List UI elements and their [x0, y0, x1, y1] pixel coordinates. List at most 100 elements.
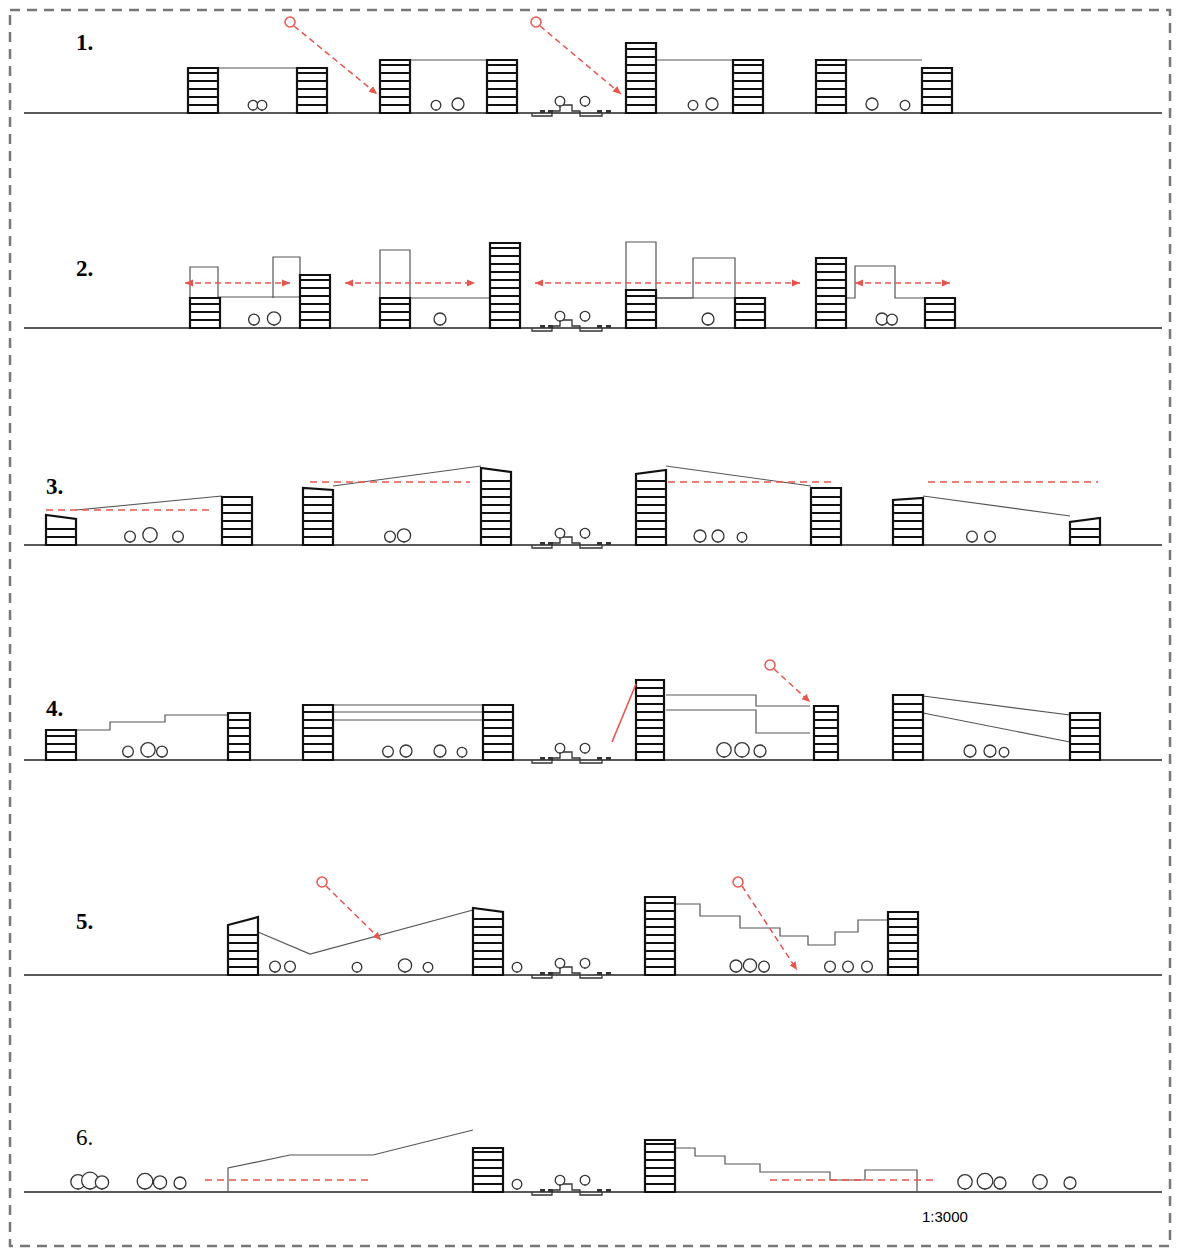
floor-line — [636, 703, 664, 705]
tree-crown — [555, 311, 565, 321]
tree-crown — [580, 958, 590, 968]
floor-line — [228, 942, 258, 944]
tree-crown — [694, 530, 706, 542]
floor-line — [893, 512, 923, 514]
building — [222, 497, 252, 545]
floor-line — [228, 958, 258, 960]
sun-symbol — [317, 877, 327, 887]
floor-line — [636, 687, 664, 689]
floor-line — [626, 80, 656, 82]
floor-line — [888, 942, 918, 944]
tree-crown — [977, 1173, 993, 1189]
floor-line — [473, 1159, 503, 1161]
roof-profile — [190, 267, 300, 297]
floor-line — [303, 743, 333, 745]
tree-crown — [512, 962, 522, 972]
floor-line — [303, 504, 333, 506]
view-line — [205, 1179, 372, 1181]
floor-line — [483, 727, 513, 729]
floor-line — [645, 1159, 675, 1161]
bench — [548, 110, 553, 113]
tree-crown — [352, 962, 362, 972]
floor-line — [222, 504, 252, 506]
floor-line — [188, 72, 218, 74]
floor-line — [733, 88, 763, 90]
tree-crown — [759, 961, 770, 972]
floor-line — [645, 902, 675, 904]
tree-crown — [512, 1179, 522, 1189]
bench — [548, 542, 553, 545]
floor-line — [636, 743, 664, 745]
floor-line — [645, 1143, 675, 1145]
roof-profile — [333, 704, 483, 705]
floor-line — [481, 536, 511, 538]
floor-line — [481, 512, 511, 514]
floor-line — [473, 950, 503, 952]
floor-line — [925, 303, 955, 305]
floor-line — [922, 96, 952, 98]
tree-crown — [825, 961, 836, 972]
floor-line — [300, 303, 330, 305]
floor-line — [1070, 528, 1100, 530]
floor-line — [645, 1151, 675, 1153]
floor-line — [46, 735, 76, 737]
row-number: 2. — [76, 257, 93, 280]
tree-crown — [141, 743, 155, 757]
building — [645, 1140, 675, 1192]
floor-line — [888, 926, 918, 928]
floor-line — [222, 528, 252, 530]
floor-line — [922, 104, 952, 106]
bench — [540, 110, 545, 113]
tree-crown — [434, 313, 446, 325]
sun-symbol — [531, 17, 541, 27]
floor-line — [297, 96, 327, 98]
floor-line — [645, 910, 675, 912]
floor-line — [1070, 751, 1100, 753]
floor-line — [893, 703, 923, 705]
bench — [540, 757, 545, 760]
floor-line — [816, 263, 846, 265]
building — [473, 1148, 503, 1192]
floor-line — [893, 536, 923, 538]
tree-crown — [580, 311, 590, 321]
floor-line — [297, 80, 327, 82]
sun-arrow — [774, 669, 810, 702]
tree-crown — [717, 743, 731, 757]
floor-line — [481, 528, 511, 530]
roof-profile — [656, 59, 733, 60]
roof-profile — [666, 695, 810, 706]
floor-line — [816, 295, 846, 297]
building — [816, 60, 846, 113]
floor-line — [626, 64, 656, 66]
floor-line — [228, 719, 250, 721]
floor-line — [626, 72, 656, 74]
floor-line — [733, 104, 763, 106]
roof-profile — [675, 904, 888, 945]
floor-line — [380, 311, 410, 313]
building — [228, 917, 258, 975]
tree-crown — [688, 100, 698, 110]
floor-line — [303, 528, 333, 530]
roof-profile — [76, 715, 228, 730]
floor-line — [487, 88, 517, 90]
floor-line — [893, 735, 923, 737]
floor-line — [626, 319, 656, 321]
floor-line — [473, 942, 503, 944]
plaza-steps — [532, 967, 602, 978]
tree-crown — [862, 961, 873, 972]
floor-line — [473, 1175, 503, 1177]
floor-line — [893, 520, 923, 522]
floor-line — [303, 719, 333, 721]
building — [636, 680, 664, 760]
floor-line — [300, 279, 330, 281]
floor-line — [380, 303, 410, 305]
floor-line — [487, 72, 517, 74]
row-number: 6. — [76, 1126, 93, 1149]
tree-crown — [580, 1175, 590, 1185]
bench — [606, 110, 611, 113]
floor-line — [888, 934, 918, 936]
building — [46, 515, 76, 545]
floor-line — [303, 727, 333, 729]
floor-line — [222, 520, 252, 522]
bench — [597, 325, 602, 328]
